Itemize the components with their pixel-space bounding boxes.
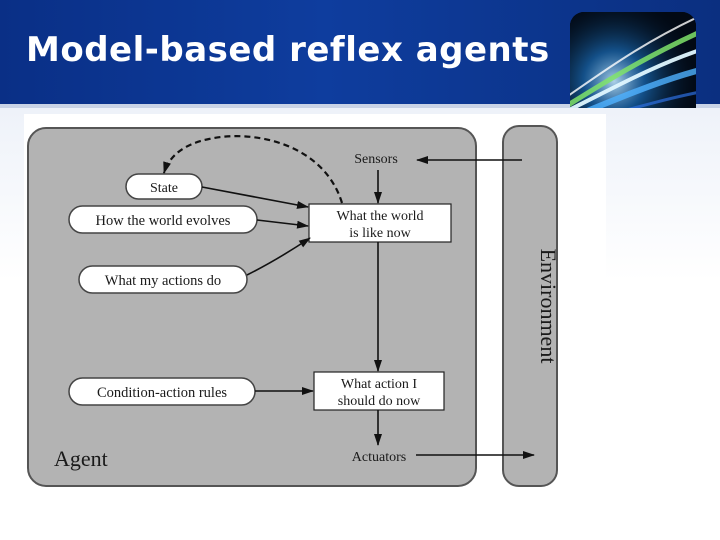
actions-do-label: What my actions do bbox=[105, 273, 221, 289]
slide-title: Model-based reflex agents bbox=[26, 30, 550, 70]
agent-box bbox=[27, 127, 477, 487]
actuators-label: Actuators bbox=[352, 450, 406, 465]
environment-box bbox=[502, 125, 558, 487]
actions-to-world-arrow bbox=[246, 237, 311, 276]
state-label: State bbox=[150, 181, 178, 196]
world-evolves-node: How the world evolves bbox=[68, 205, 258, 234]
evolves-to-world-arrow bbox=[256, 219, 309, 229]
action-now-line1: What action I bbox=[341, 377, 418, 392]
world-now-box: What the world is like now bbox=[308, 203, 452, 243]
actions-do-node: What my actions do bbox=[78, 265, 248, 294]
environment-label: Environment bbox=[536, 249, 561, 364]
rules-node: Condition-action rules bbox=[68, 377, 256, 406]
action-now-line2: should do now bbox=[338, 394, 421, 409]
world-now-line2: is like now bbox=[349, 226, 411, 241]
state-node: State bbox=[125, 173, 203, 200]
action-now-box: What action I should do now bbox=[313, 371, 445, 411]
agent-label: Agent bbox=[54, 446, 108, 471]
world-to-state-dashed-arrow bbox=[162, 135, 344, 204]
rules-label: Condition-action rules bbox=[97, 385, 227, 401]
state-to-world-arrow bbox=[201, 186, 309, 209]
sensors-label: Sensors bbox=[354, 152, 398, 167]
agent-diagram: Environment Agent Sensors Actuators Stat… bbox=[24, 114, 606, 494]
header-divider bbox=[0, 104, 720, 108]
world-now-line1: What the world bbox=[336, 209, 423, 224]
world-evolves-label: How the world evolves bbox=[96, 213, 231, 229]
